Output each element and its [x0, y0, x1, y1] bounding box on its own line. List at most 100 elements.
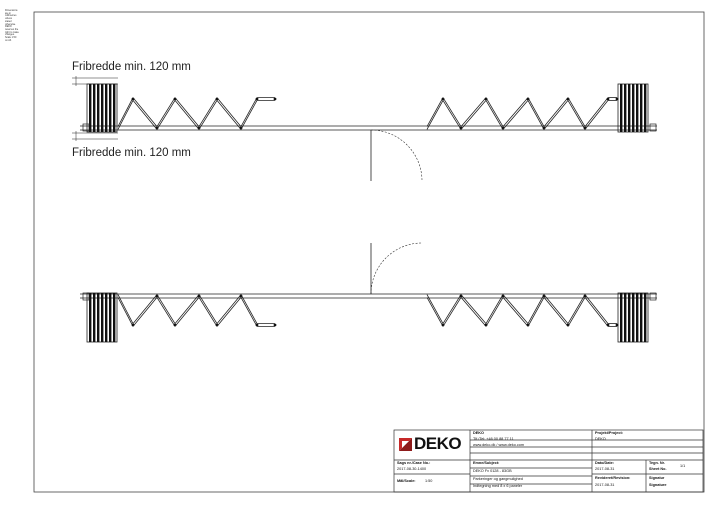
- folding-panel: [426, 97, 444, 127]
- folding-panel: [460, 297, 487, 327]
- folding-panel: [132, 97, 158, 127]
- stacked-panel: [93, 293, 96, 342]
- folding-panel: [426, 297, 444, 327]
- folding-panel: [426, 100, 444, 130]
- folding-panel: [174, 297, 200, 327]
- folding-panel: [502, 100, 529, 130]
- folding-panel: [442, 97, 462, 127]
- scale-label: Mål/Scale:: [397, 479, 416, 483]
- panel-hinge: [273, 323, 277, 327]
- folding-panel: [543, 97, 569, 127]
- side-note-line: Scale 1:50 on A3.: [5, 36, 17, 42]
- folding-panel: [567, 294, 586, 324]
- end-post: [649, 292, 657, 301]
- folding-panel: [567, 297, 586, 327]
- sheet-border: [33, 11, 705, 493]
- folding-panel: [198, 297, 218, 327]
- folding-panel: [460, 100, 487, 130]
- end-post: [649, 123, 657, 132]
- side-note-line: Dimensions are in millimetres unless sta…: [5, 9, 18, 26]
- stacked-panel: [97, 293, 100, 342]
- folding-panel: [198, 100, 218, 130]
- folding-panel: [216, 297, 242, 327]
- folding-panel: [198, 97, 218, 127]
- panel-hinge: [273, 97, 277, 101]
- date-label: Dato/Date:: [595, 461, 614, 465]
- folding-panel: [485, 100, 504, 130]
- folding-panel: [584, 297, 609, 327]
- folding-panel: [442, 100, 462, 130]
- panel-hinge: [615, 323, 619, 327]
- folding-panel: [174, 100, 200, 130]
- folding-panel: [240, 97, 258, 127]
- folding-panel: [216, 100, 242, 130]
- clearance-label-bottom: Fribredde min. 120 mm: [72, 147, 191, 159]
- folding-panel: [527, 297, 545, 327]
- folding-panel: [527, 100, 545, 130]
- folding-panel: [117, 97, 134, 127]
- company-logo: DEKO: [414, 434, 462, 453]
- stacked-panel: [636, 293, 639, 342]
- stacked-panel: [105, 84, 108, 132]
- folding-panel: [156, 294, 176, 324]
- folding-panel: [174, 97, 200, 127]
- folding-panel: [132, 294, 158, 324]
- door-swing-arc: [370, 242, 423, 295]
- signature-label-en: Signature: [649, 483, 667, 487]
- sheet-value: 1/1: [680, 464, 686, 468]
- project-label: Projekt/Project:: [595, 431, 624, 435]
- stacked-panel: [93, 84, 96, 132]
- panel-hinge: [606, 97, 610, 101]
- stacked-panel: [632, 84, 635, 132]
- company-name: DEKO: [473, 431, 484, 435]
- folding-panel: [460, 294, 487, 324]
- stacked-panel: [624, 84, 627, 132]
- folding-panel: [502, 297, 529, 327]
- folding-panel: [584, 100, 609, 130]
- stacked-panel: [620, 293, 623, 342]
- folding-panel: [132, 100, 158, 130]
- project-value: DEKO: [595, 437, 606, 441]
- panel-hinge: [255, 323, 259, 327]
- folding-panel: [485, 294, 504, 324]
- signature-label: Signatur: [649, 476, 665, 480]
- folding-panel: [216, 294, 242, 324]
- stacked-panel: [620, 84, 623, 132]
- folding-panel: [442, 294, 462, 324]
- folding-panel: [240, 100, 258, 130]
- stacked-panel: [109, 293, 112, 342]
- folding-panel: [543, 100, 569, 130]
- subject-line-3: Indtegning med 8 x 6 paneler: [473, 484, 523, 488]
- folding-panel: [442, 297, 462, 327]
- deko-logo-icon: [399, 438, 412, 451]
- sheet-label-en: Sheet No.: [649, 467, 667, 471]
- folding-panel: [485, 97, 504, 127]
- folding-panel: [460, 97, 487, 127]
- stacked-panel: [113, 293, 116, 342]
- scale-value: 1:50: [425, 479, 433, 483]
- stacked-panel: [628, 84, 631, 132]
- folding-panel: [584, 97, 609, 127]
- stacked-panel: [628, 293, 631, 342]
- case-label: Sags nr./Case No.:: [397, 461, 431, 465]
- folding-panel: [426, 294, 444, 324]
- folding-panel: [117, 294, 134, 324]
- side-note: Dimensions are in millimetres unless sta…: [5, 9, 19, 42]
- folding-panel: [567, 97, 586, 127]
- folding-panel: [502, 97, 529, 127]
- stacked-panel: [640, 84, 643, 132]
- date-value: 2017-08-31: [595, 467, 615, 471]
- panel-hinge: [615, 97, 619, 101]
- panel-hinge: [606, 323, 610, 327]
- folding-panel: [216, 97, 242, 127]
- folding-panel: [502, 294, 529, 324]
- stacked-panel: [644, 84, 647, 132]
- folding-panel: [156, 97, 176, 127]
- folding-panel: [485, 297, 504, 327]
- stacked-panel: [632, 293, 635, 342]
- folding-panel: [117, 297, 134, 327]
- stacked-panel: [97, 84, 100, 132]
- stacked-panel: [636, 84, 639, 132]
- stacked-panel: [89, 293, 92, 342]
